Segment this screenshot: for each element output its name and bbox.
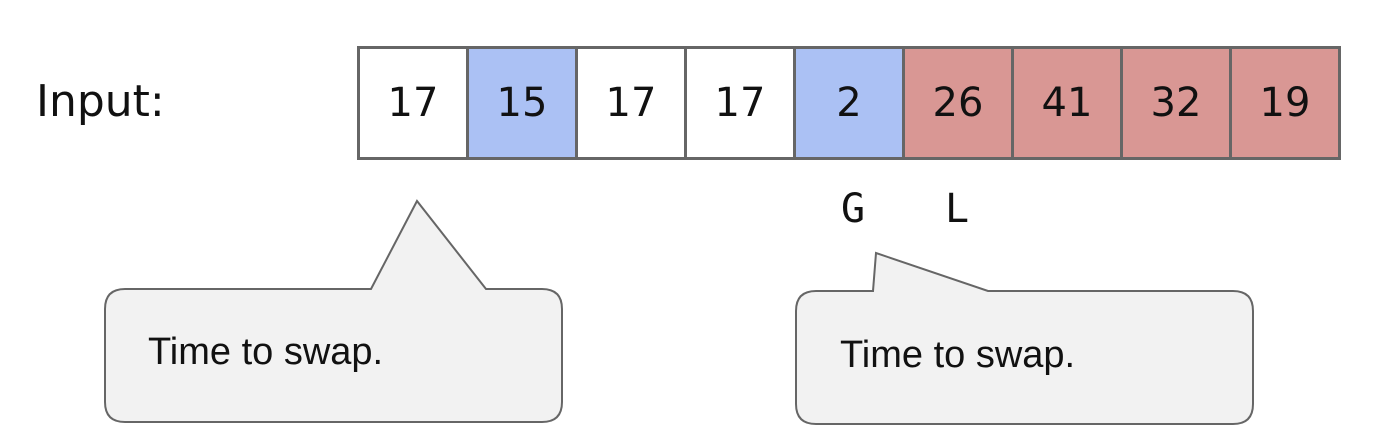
pointer-g-label: G: [840, 186, 866, 232]
array-cell: 32: [1123, 49, 1232, 157]
callout-bubble-right: [795, 251, 1254, 425]
array-cell: 17: [578, 49, 687, 157]
callout-text-left: Time to swap.: [148, 331, 384, 373]
array-cell: 41: [1014, 49, 1123, 157]
array-cell: 15: [469, 49, 578, 157]
callout-bubble-left: [104, 199, 563, 423]
array-cell: 2: [796, 49, 905, 157]
array-row: 17 15 17 17 2 26 41 32 19: [357, 46, 1341, 160]
callout-text-right: Time to swap.: [840, 334, 1076, 376]
array-cell: 19: [1232, 49, 1338, 157]
array-cell: 17: [687, 49, 796, 157]
input-label: Input:: [36, 76, 165, 127]
pointer-l-label: L: [944, 186, 970, 232]
array-cell: 26: [905, 49, 1014, 157]
array-cell: 17: [360, 49, 469, 157]
